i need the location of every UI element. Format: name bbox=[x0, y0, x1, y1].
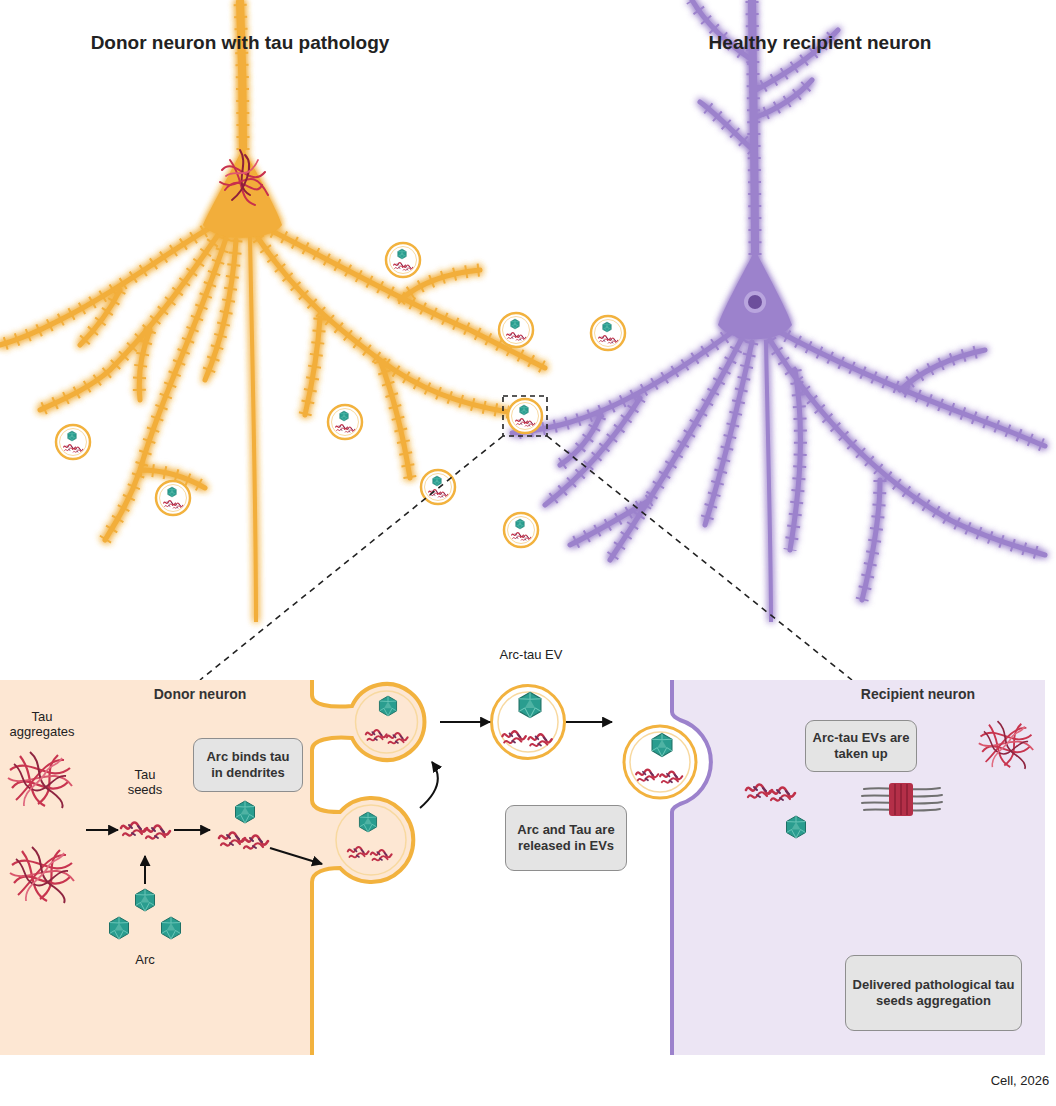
tau-seed bbox=[371, 850, 392, 860]
text-box: Arc binds tau in dendrites bbox=[193, 738, 303, 792]
extracellular-vesicle bbox=[156, 481, 190, 515]
flow-arrow bbox=[440, 721, 490, 723]
extracellular-vesicle bbox=[386, 243, 420, 277]
soma bbox=[203, 148, 282, 238]
panel-title: Donor neuron with tau pathology bbox=[40, 32, 440, 54]
text-box: Arc-tau EVs are taken up bbox=[805, 720, 917, 772]
text-box: Arc and Tau are released in EVs bbox=[505, 805, 627, 871]
tau-seed bbox=[348, 847, 369, 857]
part-label: Tau aggregates bbox=[2, 710, 82, 740]
node-heading: Arc-tau EV bbox=[451, 647, 611, 662]
extracellular-vesicle bbox=[504, 513, 538, 547]
part-label: Arc bbox=[120, 953, 170, 968]
tau-seed bbox=[660, 772, 682, 783]
dendrite bbox=[512, 0, 1045, 600]
arc-capsid bbox=[236, 801, 255, 823]
bud-inner-membrane bbox=[336, 805, 406, 875]
box-text: Delivered pathological tau seeds aggrega… bbox=[852, 977, 1015, 1008]
dendritic-spines bbox=[0, 0, 545, 540]
process-arrow bbox=[420, 762, 438, 808]
tau-seed bbox=[528, 734, 551, 746]
arc-capsid bbox=[379, 696, 396, 716]
dendritic-spines bbox=[512, 0, 1045, 600]
donor-panel-fill bbox=[0, 680, 424, 1055]
tau-aggregate bbox=[8, 752, 72, 808]
panel-title: Healthy recipient neuron bbox=[660, 32, 980, 54]
zoom-leader bbox=[200, 436, 852, 680]
vesicle-lumen bbox=[493, 687, 563, 757]
part-label: Tau seeds bbox=[119, 768, 171, 798]
box-text: Arc and Tau are released in EVs bbox=[512, 822, 620, 853]
tau-seed bbox=[144, 826, 170, 839]
tau-seed bbox=[387, 733, 408, 743]
endocytosed-vesicle bbox=[624, 726, 696, 798]
tau-seed bbox=[769, 788, 795, 801]
nucleus-ring bbox=[744, 291, 766, 313]
extracellular-vesicle bbox=[56, 425, 90, 459]
arc-capsid bbox=[162, 917, 181, 939]
tau-seed bbox=[636, 770, 658, 781]
recipient-neuron bbox=[512, 0, 1045, 622]
axon bbox=[250, 236, 256, 622]
flow-arrow bbox=[566, 721, 612, 723]
donor-membrane bbox=[312, 680, 424, 1055]
extracellular-vesicle bbox=[508, 399, 542, 433]
fibril-core bbox=[889, 783, 913, 816]
arc-capsid bbox=[519, 692, 541, 717]
node-heading: Recipient neuron bbox=[848, 686, 988, 702]
fibril-band bbox=[895, 784, 907, 815]
arc-capsid bbox=[652, 733, 672, 756]
arc-capsid bbox=[110, 917, 129, 939]
tau-seed bbox=[502, 731, 525, 743]
axon bbox=[766, 340, 771, 622]
zoom-box bbox=[503, 396, 547, 436]
tangle-fiber bbox=[232, 155, 249, 200]
nucleus bbox=[748, 295, 762, 309]
tau-seed bbox=[219, 833, 245, 846]
apical-dendrite bbox=[240, 0, 243, 150]
zoom-panel: Recipient neuronArc-tau EVs are taken up… bbox=[612, 680, 1045, 1055]
extracellular-vesicle bbox=[591, 316, 625, 350]
box-text: Arc binds tau in dendrites bbox=[200, 749, 296, 780]
extracellular-vesicle bbox=[328, 405, 362, 439]
tau-tangle bbox=[220, 150, 268, 205]
arc-capsid bbox=[136, 889, 155, 911]
extracellular-vesicle bbox=[499, 313, 533, 347]
tau-seed bbox=[242, 836, 268, 849]
tau-aggregate bbox=[10, 847, 74, 903]
box-text: Arc-tau EVs are taken up bbox=[812, 730, 910, 761]
bud-inner-membrane bbox=[356, 691, 418, 753]
recipient-panel-fill bbox=[672, 680, 1045, 1055]
tangle-fiber bbox=[226, 160, 258, 176]
dendrite bbox=[0, 0, 545, 540]
arc-capsid bbox=[787, 816, 806, 838]
source-note: Cell, 2026 bbox=[970, 1074, 1056, 1089]
vesicle-node: Arc-tau EV bbox=[490, 684, 566, 760]
process-arrow bbox=[270, 848, 322, 864]
tau-seed bbox=[746, 785, 772, 798]
tau-aggregate bbox=[979, 721, 1033, 769]
vesicle-inner-membrane bbox=[630, 732, 690, 792]
donor-neuron bbox=[0, 0, 545, 622]
tau-seed bbox=[121, 823, 147, 836]
process-arrow bbox=[144, 856, 146, 884]
text-box: Delivered pathological tau seeds aggrega… bbox=[845, 955, 1022, 1031]
tau-seed bbox=[366, 730, 387, 740]
process-arrow bbox=[86, 829, 118, 831]
process-arrow bbox=[174, 829, 210, 831]
node-heading: Donor neuron bbox=[120, 686, 280, 702]
soma bbox=[718, 250, 792, 339]
vesicle-inner-membrane bbox=[498, 692, 558, 752]
arc-capsid bbox=[359, 812, 376, 832]
